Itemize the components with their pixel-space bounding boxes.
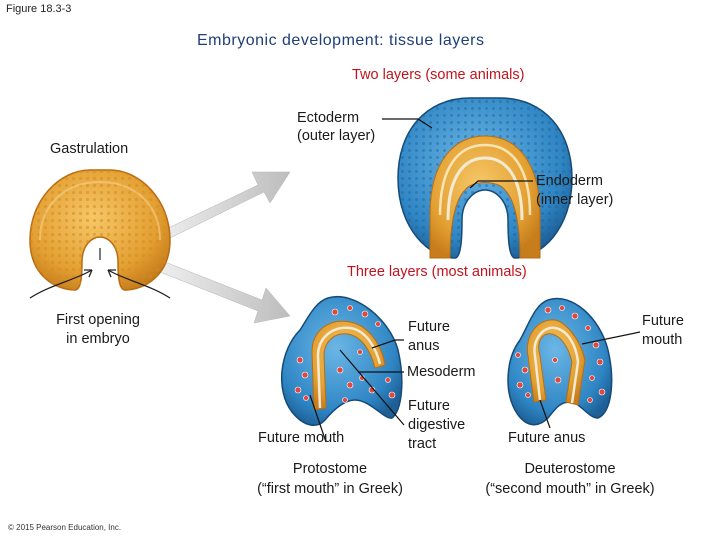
diagram-title: Embryonic development: tissue layers (197, 32, 485, 49)
protostome-label-line1: Protostome (292, 461, 368, 477)
gastrulation-label: Gastrulation (50, 141, 129, 157)
digestive-tract-label-line3: tract (408, 436, 437, 452)
two-layers-heading: Two layers (some animals) (352, 67, 525, 83)
deuterostome-label-line1: Deuterostome (524, 461, 616, 477)
copyright-notice: © 2015 Pearson Education, Inc. (8, 523, 122, 532)
two-layer-embryo (382, 97, 573, 259)
future-anus-label-line2: anus (408, 338, 440, 354)
arrow-up-right (159, 171, 291, 241)
first-opening-label-line2: in embryo (66, 331, 130, 347)
deuterostome-embryo (507, 297, 641, 429)
protostome-label-line2: (“first mouth” in Greek) (257, 481, 403, 497)
first-opening-label-line1: First opening (56, 312, 140, 328)
endoderm-label-line2: (inner layer) (536, 192, 614, 208)
future-mouth-label-right-line2: mouth (642, 332, 683, 348)
figure-label: Figure 18.3-3 (6, 3, 72, 15)
mesoderm-label: Mesoderm (407, 364, 476, 380)
three-layers-heading: Three layers (most animals) (347, 264, 527, 280)
digestive-tract-label-line2: digestive (408, 417, 466, 433)
ectoderm-label-line2: (outer layer) (297, 128, 376, 144)
arrow-down-right (159, 261, 291, 324)
future-anus-label-right: Future anus (508, 430, 586, 446)
future-anus-label-line1: Future (408, 319, 450, 335)
protostome-embryo (280, 295, 405, 443)
digestive-tract-label-line1: Future (408, 398, 450, 414)
future-mouth-label-left: Future mouth (258, 430, 345, 446)
gastrula-embryo (29, 169, 171, 299)
endoderm-label-line1: Endoderm (536, 173, 603, 189)
future-mouth-label-right-line1: Future (642, 313, 684, 329)
deuterostome-label-line2: (“second mouth” in Greek) (485, 481, 655, 497)
ectoderm-label-line1: Ectoderm (297, 110, 360, 126)
